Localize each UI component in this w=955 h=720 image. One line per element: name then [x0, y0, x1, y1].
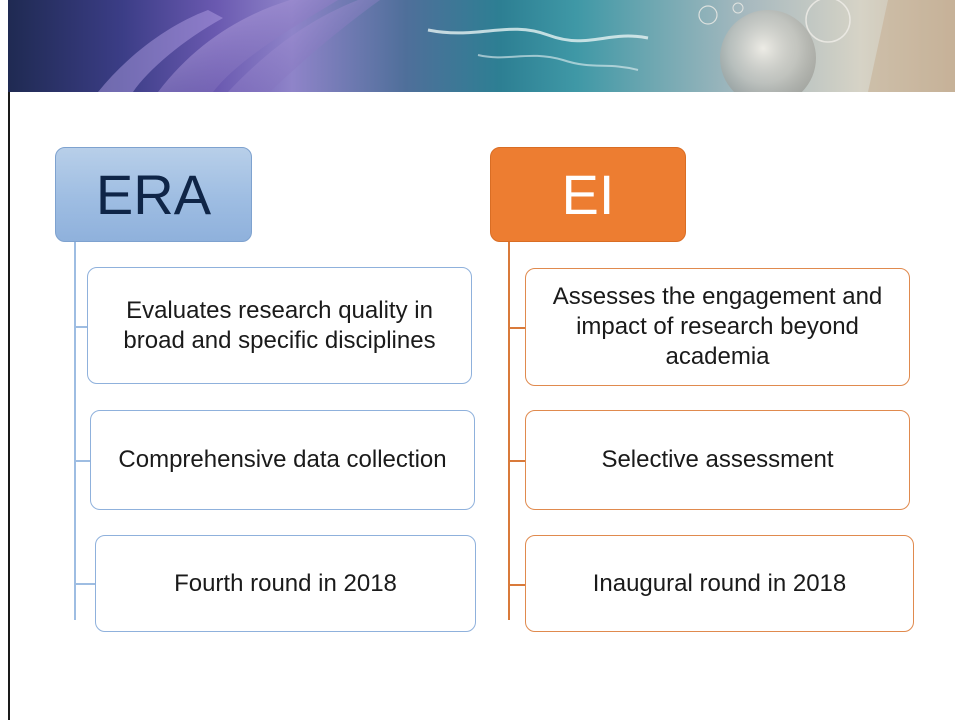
ei-item-3-text: Inaugural round in 2018 [592, 569, 847, 597]
slide-border-rule [8, 92, 10, 720]
ei-header-label: EI [561, 163, 615, 226]
era-connector-branch-3 [74, 583, 95, 585]
ei-connector-branch-3 [508, 584, 525, 586]
era-item-2-text: Comprehensive data collection [118, 446, 447, 473]
ei-item-2: Selective assessment [525, 410, 910, 510]
ei-connector-branch-2 [508, 460, 525, 462]
era-item-1-text: Evaluates research quality in broad and … [123, 296, 436, 354]
ei-item-2-text: Selective assessment [601, 446, 834, 473]
era-connector-branch-1 [74, 326, 87, 328]
ei-item-1: Assesses the engagement and impact of re… [525, 268, 910, 386]
era-item-1: Evaluates research quality in broad and … [87, 267, 472, 384]
ei-header: EI [490, 147, 686, 242]
ei-connector-branch-1 [508, 327, 525, 329]
banner-art [98, 0, 955, 92]
era-connector-branch-2 [74, 460, 90, 462]
era-connector-vertical [74, 242, 76, 620]
era-header-label: ERA [95, 163, 212, 226]
era-header: ERA [55, 147, 252, 242]
ei-item-3: Inaugural round in 2018 [525, 535, 914, 632]
decorative-banner-image [8, 0, 955, 92]
era-item-3: Fourth round in 2018 [95, 535, 476, 632]
era-item-3-text: Fourth round in 2018 [174, 569, 397, 597]
era-item-2: Comprehensive data collection [90, 410, 475, 510]
ei-item-1-text: Assesses the engagement and impact of re… [552, 283, 883, 370]
ei-connector-vertical [508, 242, 510, 620]
